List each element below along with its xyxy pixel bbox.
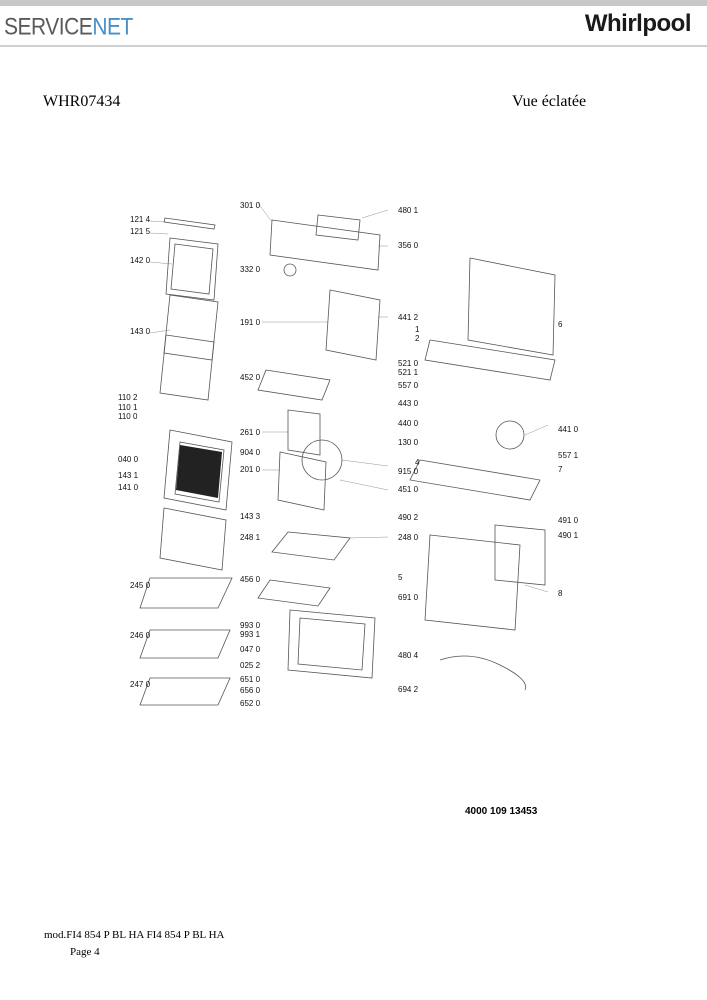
part-label: 993 1 xyxy=(240,630,261,639)
door-window xyxy=(176,445,222,498)
part-label: 143 1 xyxy=(118,471,139,480)
view-type: Vue éclatée xyxy=(512,93,587,110)
baking-tray xyxy=(139,629,231,659)
part-label: 691 0 xyxy=(398,593,419,602)
part-label: 121 4 xyxy=(130,215,151,224)
part-label: 521 1 xyxy=(398,368,419,377)
part-label: 040 0 xyxy=(118,455,139,464)
control-panel xyxy=(269,219,381,271)
part-label: 656 0 xyxy=(240,686,261,695)
part-label: 143 3 xyxy=(240,512,261,521)
part-label: 451 0 xyxy=(398,485,419,494)
part-label: 490 2 xyxy=(398,513,419,522)
outer-casing xyxy=(424,534,521,631)
part-label: 557 1 xyxy=(558,451,579,460)
side-rack xyxy=(287,409,321,456)
part-label: 110 0 xyxy=(118,412,138,421)
inner-door-glass xyxy=(159,507,227,571)
part-label: 456 0 xyxy=(240,575,261,584)
part-label: 025 2 xyxy=(240,661,261,670)
part-label: 141 0 xyxy=(118,483,139,492)
top-panel-glass xyxy=(325,289,381,361)
part-label: 130 0 xyxy=(398,438,419,447)
grill-element xyxy=(257,369,331,401)
part-label: 248 0 xyxy=(398,533,419,542)
part-label: 993 0 xyxy=(240,621,261,630)
part-label: 652 0 xyxy=(240,699,261,708)
part-label: 191 0 xyxy=(240,318,261,327)
top-cover xyxy=(467,257,556,356)
part-label: 490 1 xyxy=(558,531,579,540)
part-label: 443 0 xyxy=(398,399,419,408)
footer-page-number: Page 4 xyxy=(70,946,100,958)
part-label: 452 0 xyxy=(240,373,261,382)
part-label: 491 0 xyxy=(558,516,579,525)
part-label: 245 0 xyxy=(130,581,151,590)
header-top-bar xyxy=(0,0,707,6)
glass-panel-inner xyxy=(159,334,215,401)
part-label: 694 2 xyxy=(398,685,419,694)
door-frame xyxy=(163,429,233,511)
part-label: 440 0 xyxy=(398,419,419,428)
door-hinge-bar xyxy=(163,217,216,230)
part-label: 441 0 xyxy=(558,425,579,434)
part-label: 247 0 xyxy=(130,680,151,689)
part-label: 142 0 xyxy=(130,256,151,265)
part-label: 1 xyxy=(415,325,420,334)
part-label: 8 xyxy=(558,589,563,598)
part-label: 480 4 xyxy=(398,651,419,660)
glass-panel-mid xyxy=(163,294,219,361)
part-label: 480 1 xyxy=(398,206,419,215)
part-label: 6 xyxy=(558,320,563,329)
part-label: 521 0 xyxy=(398,359,419,368)
part-label: 904 0 xyxy=(240,448,261,457)
glass-panel-outer xyxy=(165,237,219,301)
part-label: 246 0 xyxy=(130,631,151,640)
part-label: 110 2 xyxy=(118,393,138,402)
part-label: 121 5 xyxy=(130,227,151,236)
part-label: 7 xyxy=(558,465,563,474)
part-label: 143 0 xyxy=(130,327,151,336)
part-label: 201 0 xyxy=(240,465,261,474)
fan-ring xyxy=(301,439,343,481)
rear-panel xyxy=(277,451,327,511)
part-label: 557 0 xyxy=(398,381,419,390)
control-board xyxy=(315,214,361,241)
part-label: 248 1 xyxy=(240,533,261,542)
back-cover xyxy=(494,524,546,586)
servicenet-logo: SERVICENET xyxy=(4,14,133,41)
document-number: 4000 109 13453 xyxy=(465,806,538,817)
footer-model: mod.FI4 854 P BL HA FI4 854 P BL HA xyxy=(44,929,225,941)
baffle xyxy=(271,531,351,561)
part-label: 332 0 xyxy=(240,265,261,274)
fan-motor xyxy=(495,420,525,450)
part-label: 301 0 xyxy=(240,201,261,210)
part-label: 4 xyxy=(415,458,420,467)
part-label: 047 0 xyxy=(240,645,261,654)
oven-cavity xyxy=(287,609,376,679)
part-label: 356 0 xyxy=(398,241,419,250)
wiring-harness xyxy=(439,655,527,691)
part-label: 261 0 xyxy=(240,428,261,437)
part-label: 5 xyxy=(398,573,403,582)
part-label: 651 0 xyxy=(240,675,261,684)
whirlpool-logo: Whirlpool xyxy=(584,10,692,37)
part-label: 2 xyxy=(415,334,420,343)
bottom-element xyxy=(257,579,331,607)
drip-tray xyxy=(139,677,231,706)
model-code: WHR07434 xyxy=(43,93,121,110)
exploded-view-diagram: 121 4 121 5 142 0 143 0 110 2 110 1 110 … xyxy=(118,201,579,708)
part-label: 915 0 xyxy=(398,467,419,476)
wire-rack xyxy=(139,577,233,609)
insulation-cover xyxy=(409,459,541,501)
part-label: 441 2 xyxy=(398,313,419,322)
header-divider xyxy=(0,45,707,47)
part-label: 110 1 xyxy=(118,403,138,412)
top-frame xyxy=(424,339,556,381)
knob xyxy=(283,263,297,277)
